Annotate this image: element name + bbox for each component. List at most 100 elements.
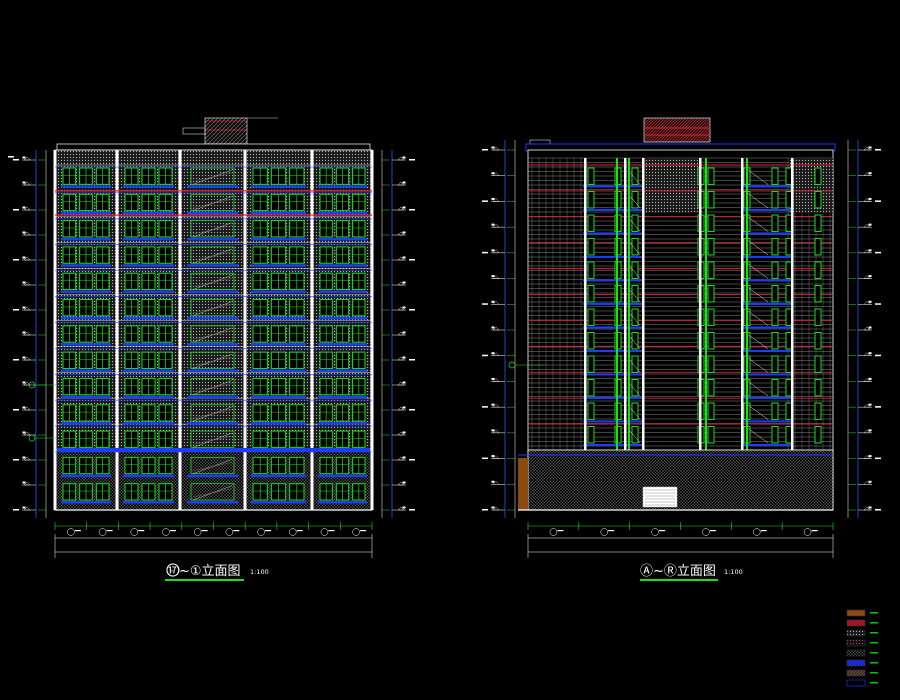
level-label-mark [875,406,881,408]
legend-swatch [846,609,866,617]
balcony-band [742,185,792,188]
level-text-mark [868,403,872,406]
window-strip [707,332,715,350]
stair-balcony [187,264,238,267]
legend-swatch [846,669,866,677]
window-strip [771,167,779,185]
balcony-rail [123,211,174,215]
window-strip [631,167,639,185]
level-text-mark [402,281,406,284]
balcony-band [583,279,643,282]
stair-diagonal [747,334,769,350]
window-strip [814,355,822,373]
balcony-rail [251,369,306,372]
balcony-rail [61,343,111,346]
window-strip [631,355,639,373]
stair-diagonal [747,287,769,303]
legend-label-mark [870,672,878,674]
window-strip [771,402,779,420]
level-triangle [863,378,871,382]
level-text-mark [868,377,872,380]
core-column [741,158,744,450]
window-strip [814,261,822,279]
level-text-mark [402,256,406,259]
window-strip [771,426,779,444]
balcony-band [583,420,643,423]
balcony-rail [318,501,367,504]
window-strip [814,332,822,350]
stair-diagonal [192,435,233,445]
dimension-label-mark [201,530,208,532]
balcony-band [583,326,643,329]
window-strip [814,191,822,209]
level-triangle [492,378,500,382]
level-label-mark [409,209,415,211]
stair-balcony [187,237,238,241]
balcony-rail [61,290,111,294]
balcony-rail [318,395,367,399]
axis-bubble [320,528,329,536]
balcony-rail [61,185,111,188]
level-text-mark [868,480,872,483]
window-strip [587,402,595,420]
window-strip [814,402,822,420]
level-label-mark [409,409,415,411]
level-label-mark [13,359,19,361]
axis-bubble [753,528,761,536]
stair-diagonal [192,356,233,366]
level-text-mark [868,429,872,432]
balcony-band [583,349,643,352]
axis-bubble [803,528,812,536]
axis-bubble [67,528,75,536]
balcony-band [583,302,643,305]
level-text-mark [491,326,495,329]
balcony-rail [123,422,174,425]
window-strip [707,238,715,256]
level-label-mark [875,149,881,151]
left-elevation [8,117,415,558]
parapet [56,143,371,151]
level-label-mark [482,509,488,511]
level-label-mark [13,309,19,311]
balcony-rail [123,185,174,188]
level-text-mark [22,181,26,184]
dimension-label-mark [760,530,767,532]
legend-swatch [846,629,866,637]
level-label-mark [13,259,19,261]
level-label-mark [875,251,881,254]
balcony-band [742,443,792,446]
stair-diagonal [192,488,233,498]
level-label-mark [482,354,488,357]
level-text-mark [22,431,26,434]
window-strip [707,191,715,209]
level-text-mark [402,306,406,309]
balcony-band [583,232,643,235]
level-text-mark [868,146,872,149]
stair-balcony [187,474,238,478]
level-text-mark [491,197,495,200]
core-column [791,158,794,450]
stair-diagonal [192,172,233,182]
window-strip [771,214,779,232]
level-label-mark [875,457,881,460]
window-strip [814,426,822,444]
level-text-mark [491,429,495,432]
level-text-mark [22,156,26,159]
balcony-rail [318,316,367,320]
right-elevation [482,117,881,558]
level-text-mark [22,281,26,284]
level-label-mark [482,251,488,254]
balcony-rail [318,264,367,267]
stair-window [190,299,235,317]
stair-window [190,325,235,343]
level-text-mark [868,172,872,175]
stair-diagonal [192,462,233,471]
dimension-label-mark [169,530,176,532]
stair-window [190,246,235,264]
pilaster [53,150,57,510]
balcony-band [583,396,643,399]
balcony-rail [61,237,111,241]
level-text-mark [22,456,26,459]
balcony-rail [251,290,306,294]
level-text-mark [868,352,872,355]
